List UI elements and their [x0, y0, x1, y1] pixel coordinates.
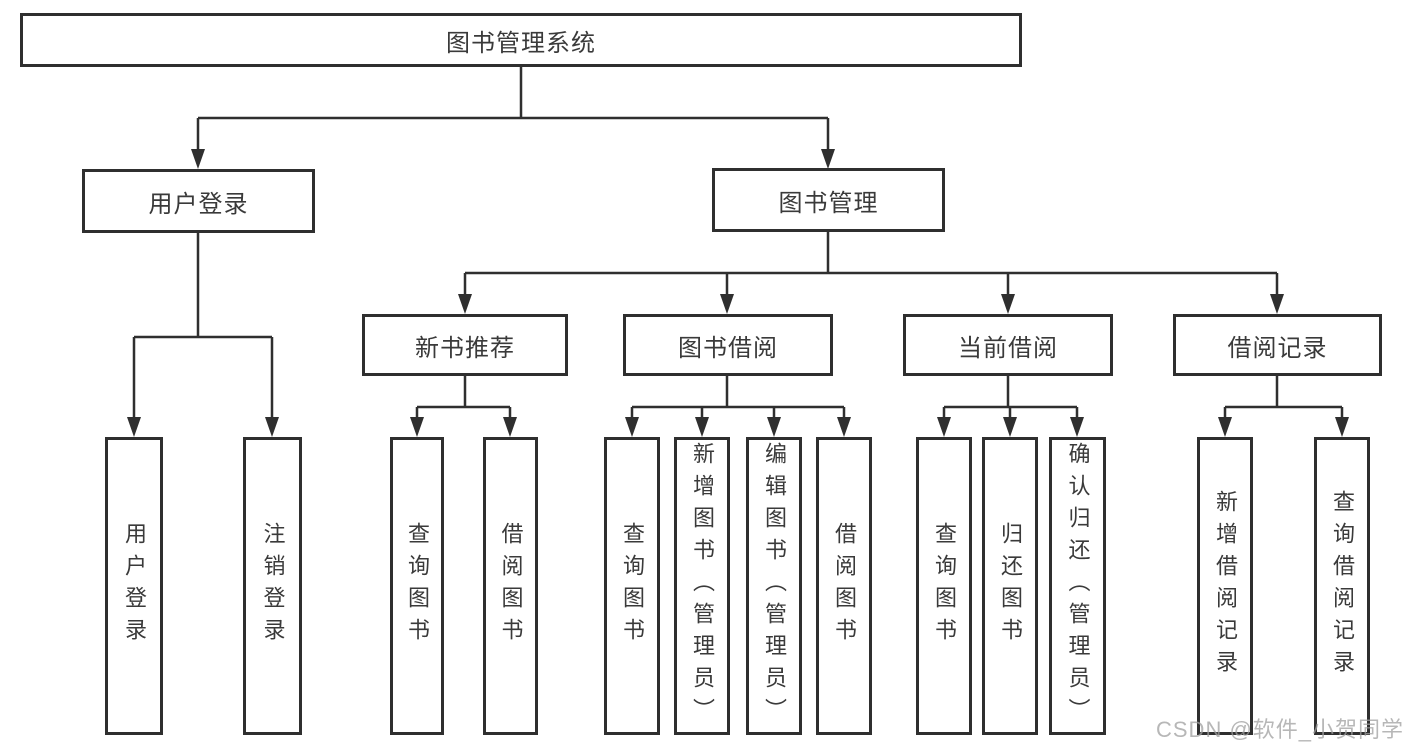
- node-root: 图书管理系统: [20, 13, 1022, 67]
- leaf-add-books-admin: 新增图书（管理员）: [674, 437, 730, 735]
- leaf-label: 借阅图书: [832, 522, 857, 650]
- node-label: 借阅记录: [1227, 334, 1328, 362]
- leaf-query-borrow-record: 查询借阅记录: [1314, 437, 1370, 735]
- leaf-label: 新增借阅记录: [1213, 490, 1238, 682]
- node-borrowing-records: 借阅记录: [1173, 314, 1382, 376]
- leaf-return-books: 归还图书: [982, 437, 1038, 735]
- leaf-logout: 注销登录: [243, 437, 302, 735]
- leaf-confirm-return-admin: 确认归还（管理员）: [1049, 437, 1106, 735]
- leaf-label: 查询图书: [620, 522, 645, 650]
- node-book-management-branch: 图书管理: [712, 168, 945, 232]
- node-book-borrowing: 图书借阅: [623, 314, 833, 376]
- leaf-label: 新增图书（管理员）: [690, 442, 715, 730]
- node-label: 当前借阅: [958, 334, 1058, 362]
- leaf-label: 借阅图书: [498, 522, 524, 650]
- watermark: CSDN @软件_小贺同学: [1156, 717, 1405, 742]
- leaf-label: 查询图书: [932, 522, 957, 650]
- leaf-user-login: 用户登录: [105, 437, 163, 735]
- node-label: 新书推荐: [415, 334, 515, 362]
- leaf-label: 用户登录: [122, 522, 147, 650]
- leaf-add-borrow-record: 新增借阅记录: [1197, 437, 1253, 735]
- node-current-borrowing: 当前借阅: [903, 314, 1113, 376]
- leaf-borrow-books-borrowing: 借阅图书: [816, 437, 872, 735]
- leaf-label: 编辑图书（管理员）: [762, 442, 787, 730]
- node-new-book-recommendation: 新书推荐: [362, 314, 568, 376]
- leaf-label: 注销登录: [260, 522, 286, 650]
- leaf-label: 确认归还（管理员）: [1065, 442, 1091, 730]
- node-label: 用户登录: [148, 190, 249, 218]
- leaf-edit-books-admin: 编辑图书（管理员）: [746, 437, 802, 735]
- node-user-login-branch: 用户登录: [82, 169, 315, 233]
- leaf-label: 查询图书: [405, 522, 430, 650]
- node-label: 图书借阅: [678, 334, 778, 362]
- leaf-label: 查询借阅记录: [1330, 490, 1355, 682]
- leaf-borrow-books-recommend: 借阅图书: [483, 437, 538, 735]
- leaf-query-books-current: 查询图书: [916, 437, 972, 735]
- leaf-query-books-recommend: 查询图书: [390, 437, 444, 735]
- node-label: 图书管理: [778, 189, 879, 217]
- leaf-label: 归还图书: [998, 522, 1023, 650]
- node-root-label: 图书管理系统: [446, 29, 596, 57]
- leaf-query-books-borrowing: 查询图书: [604, 437, 660, 735]
